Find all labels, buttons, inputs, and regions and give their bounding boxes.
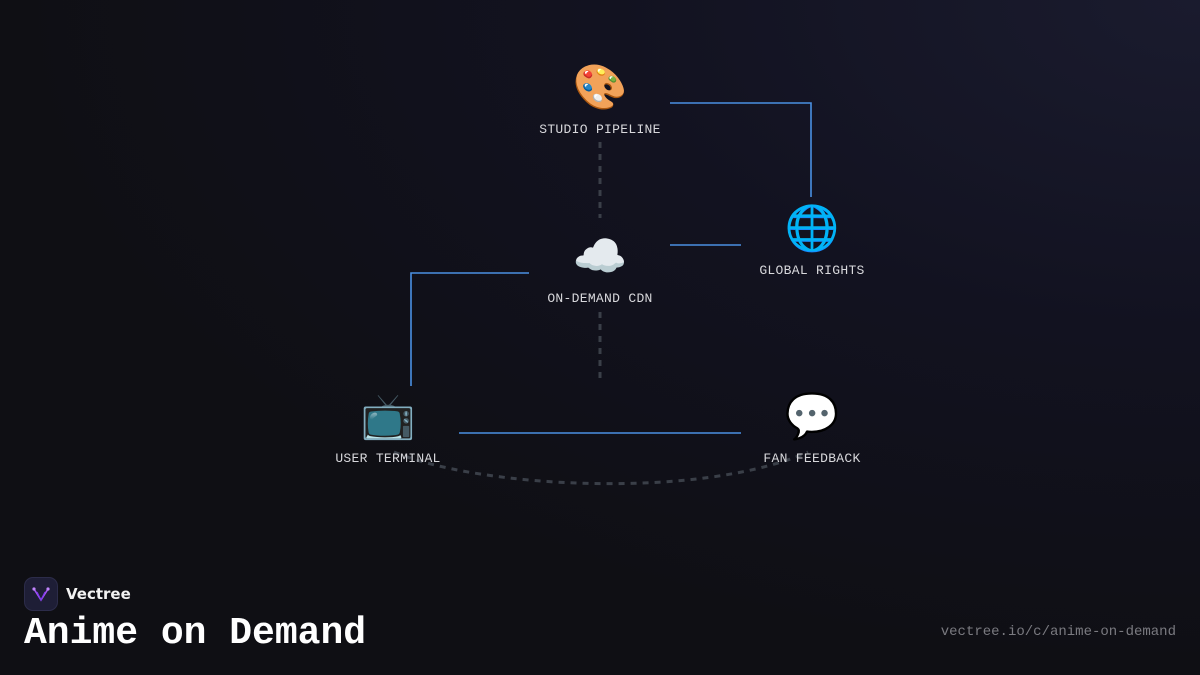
globe-icon: 🌐 (784, 203, 840, 254)
node-user-terminal[interactable]: 📺 USER TERMINAL (288, 389, 488, 466)
cloud-icon: ☁️ (572, 231, 628, 282)
node-global-rights[interactable]: 🌐 GLOBAL RIGHTS (712, 201, 912, 278)
node-on-demand-cdn[interactable]: ☁️ ON-DEMAND CDN (500, 229, 700, 306)
brand-name: Vectree (66, 585, 131, 603)
node-studio-pipeline[interactable]: 🎨 STUDIO PIPELINE (500, 60, 700, 137)
node-label: USER TERMINAL (335, 451, 441, 466)
node-label: GLOBAL RIGHTS (759, 263, 865, 278)
node-label: FAN FEEDBACK (763, 451, 861, 466)
brand[interactable]: Vectree (24, 577, 131, 611)
edge-cdn-terminal (410, 272, 529, 386)
page-url[interactable]: vectree.io/c/anime-on-demand (940, 624, 1176, 640)
node-fan-feedback[interactable]: 💬 FAN FEEDBACK (712, 389, 912, 466)
vectree-logo-icon (24, 577, 58, 611)
television-icon: 📺 (360, 391, 416, 442)
page-title: Anime on Demand (24, 612, 367, 655)
node-label: STUDIO PIPELINE (539, 122, 661, 137)
palette-icon: 🎨 (572, 62, 628, 113)
edge-studio-rights (670, 102, 812, 197)
speech-bubble-icon: 💬 (784, 391, 840, 442)
node-label: ON-DEMAND CDN (547, 291, 653, 306)
